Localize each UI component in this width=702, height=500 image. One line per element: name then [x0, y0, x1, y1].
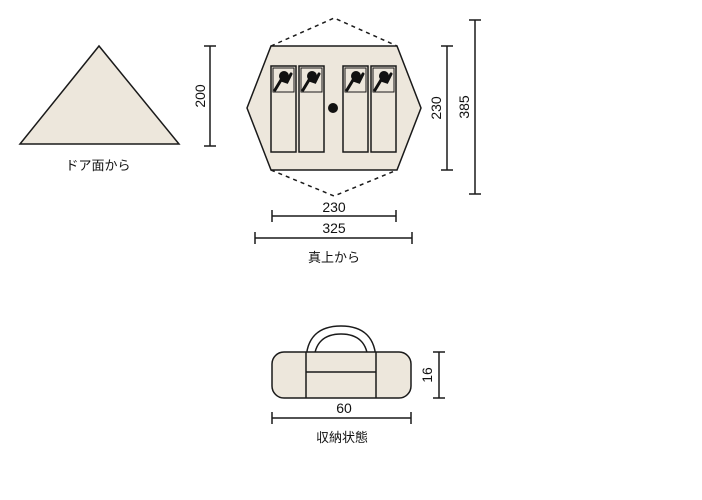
sleeping-pad — [370, 65, 397, 153]
sleeper-icon — [345, 71, 365, 92]
outer-depth-dimension: 385 — [456, 19, 481, 195]
packed-diameter-dimension: 16 — [419, 351, 445, 399]
vestibule-bottom-dashed — [270, 169, 398, 197]
sleeping-pads — [270, 65, 397, 153]
inner-depth-label: 230 — [428, 96, 444, 120]
packed-caption: 収納状態 — [316, 430, 368, 446]
carry-bag-body — [271, 351, 412, 399]
outer-depth-label: 385 — [456, 95, 472, 119]
door-side-view: ドア面から 200 — [18, 44, 216, 174]
packed-length-dimension: 60 — [271, 400, 412, 424]
sleeper-icon — [273, 71, 293, 92]
carry-handle-inner — [313, 333, 369, 398]
sleeper-icon — [301, 71, 321, 92]
inner-width-label: 230 — [322, 199, 346, 215]
top-view-caption: 真上から — [308, 251, 360, 266]
carry-handle — [305, 325, 377, 398]
height-label: 200 — [192, 84, 208, 108]
inner-width-dimension: 230 — [271, 199, 397, 222]
sleeping-pad — [298, 65, 325, 153]
packed-length-label: 60 — [336, 400, 352, 416]
top-view: 230 325 真上から 230 385 — [246, 17, 481, 266]
sleeping-pad — [342, 65, 369, 153]
packed-view: 60 16 収納状態 — [271, 325, 445, 446]
height-dimension: 200 — [192, 45, 216, 147]
door-side-caption: ドア面から — [65, 159, 130, 174]
outer-width-label: 325 — [322, 220, 346, 236]
vestibule-top-dashed — [270, 17, 398, 47]
tent-front-triangle — [18, 44, 181, 145]
outer-width-dimension: 325 — [254, 220, 413, 244]
packed-diameter-label: 16 — [419, 367, 435, 383]
sleeper-icon — [373, 71, 393, 92]
center-pole-dot — [328, 103, 338, 113]
inner-depth-dimension: 230 — [428, 45, 453, 171]
sleeping-pad — [270, 65, 297, 153]
